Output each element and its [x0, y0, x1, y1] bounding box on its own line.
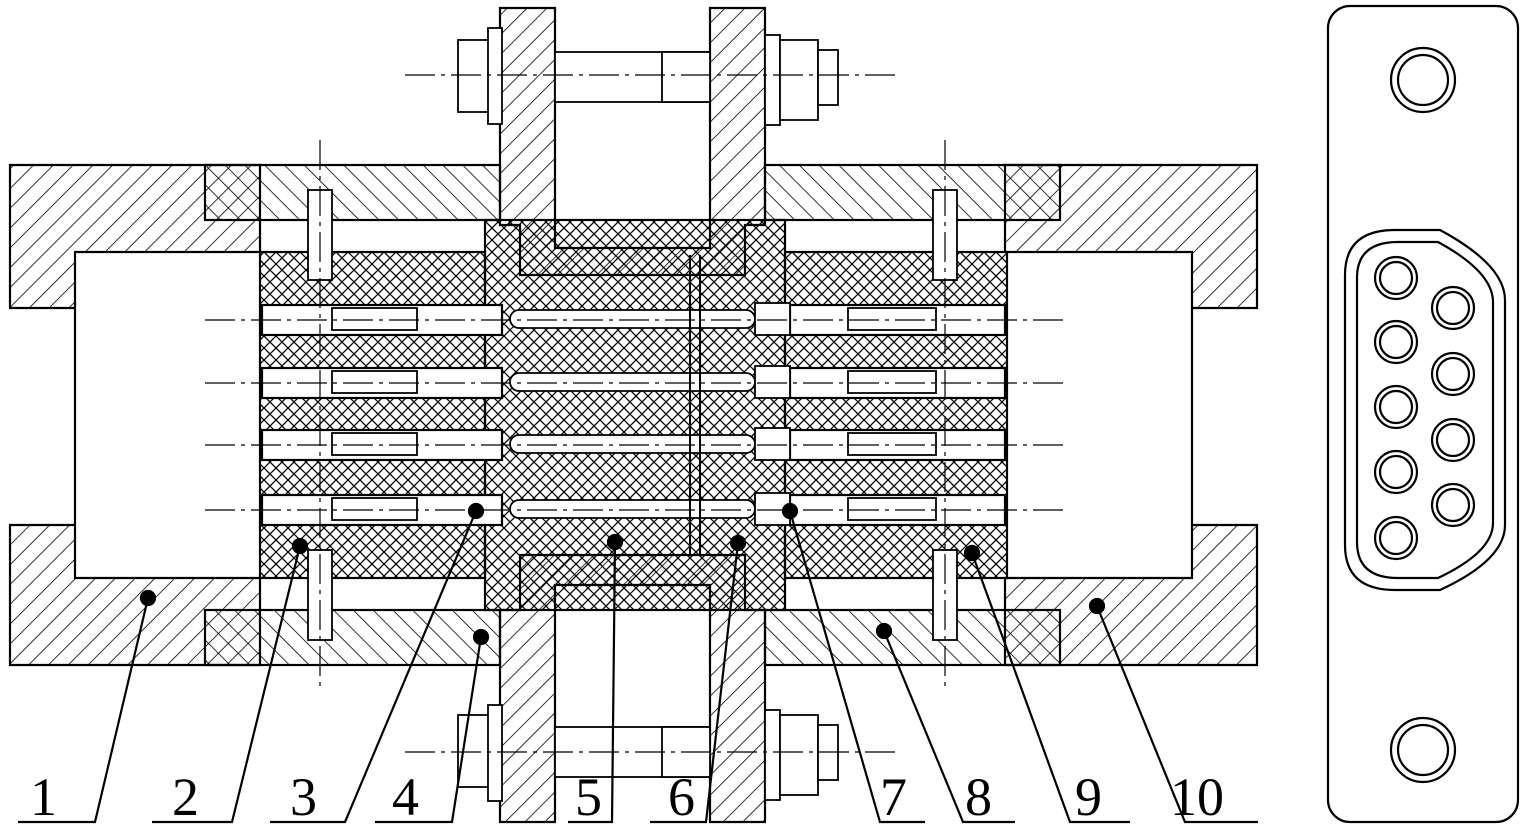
insulator-left — [258, 250, 487, 580]
contact-holes — [1373, 255, 1476, 561]
insulator-right — [783, 250, 1009, 580]
flange-bottom-left — [203, 608, 502, 667]
contact-pins — [331, 302, 937, 526]
centerlines — [205, 74, 1065, 753]
outer-housing-left — [8, 163, 262, 667]
callout-1: 1 — [18, 589, 157, 827]
top-bolt — [457, 27, 839, 126]
d-shell-outer — [1343, 228, 1507, 592]
mounting-hole-top — [1389, 46, 1457, 114]
connector-plate — [1326, 4, 1520, 824]
callout-label-1: 1 — [30, 767, 57, 827]
callout-label-4: 4 — [392, 767, 419, 827]
d-shell-inner — [1355, 240, 1495, 580]
callout-label-9: 9 — [1075, 767, 1102, 827]
callout-2: 2 — [152, 537, 309, 827]
mounting-hole-bottom — [1389, 716, 1457, 784]
callout-label-5: 5 — [575, 767, 602, 827]
callout-label-6: 6 — [668, 767, 695, 827]
flange-bottom-right — [763, 608, 1062, 667]
insulator-center — [483, 218, 787, 612]
callout-6: 6 — [650, 534, 747, 827]
connector-front-view — [1326, 4, 1520, 824]
callout-label-3: 3 — [290, 767, 317, 827]
callout-10: 10 — [1088, 597, 1258, 827]
flange-top-left — [203, 163, 502, 222]
callout-label-2: 2 — [172, 767, 199, 827]
callout-label-7: 7 — [880, 767, 907, 827]
callout-3: 3 — [270, 502, 485, 827]
sectional-view — [8, 6, 1259, 824]
callout-label-8: 8 — [965, 767, 992, 827]
flange-top-right — [763, 163, 1062, 222]
callouts: 1 2 3 4 5 6 7 — [18, 502, 1258, 827]
callout-4: 4 — [375, 628, 490, 827]
callout-8: 8 — [875, 622, 1015, 827]
callout-label-10: 10 — [1170, 767, 1224, 827]
callout-5: 5 — [568, 533, 624, 827]
callout-9: 9 — [963, 544, 1130, 827]
callout-7: 7 — [781, 502, 925, 827]
outer-housing-right — [1003, 163, 1259, 667]
